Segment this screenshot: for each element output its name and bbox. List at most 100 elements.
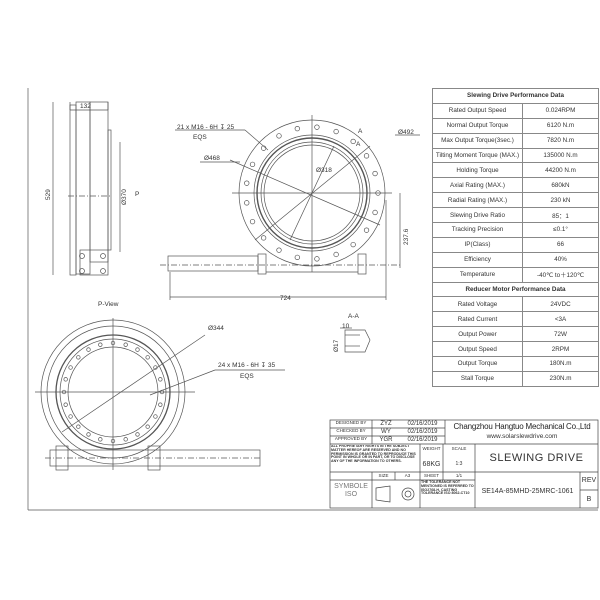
part-number: SE14A-85MHD-25MRC-1061 [481, 488, 574, 495]
bolt-hole [333, 128, 339, 135]
param-value: 0.024RPM [521, 102, 600, 119]
front-hole-eqs: EQS [193, 134, 207, 141]
dim-17: Ø17 [333, 339, 340, 352]
bolt-hole [276, 133, 282, 139]
checked-label: CHECKED BY [336, 428, 366, 433]
symbol-label: SYMBOLE ISO [334, 483, 368, 499]
param-value: 85：1 [521, 207, 600, 224]
table-row: Axial Rating (MAX.)680kN [432, 177, 600, 194]
product-title: SLEWING DRIVE [489, 452, 584, 464]
bolt-hole [158, 377, 163, 382]
scale-label: SCALE [451, 446, 467, 451]
bolt-hole [145, 424, 150, 429]
bottom-view [35, 318, 285, 471]
size-label: SIZE [378, 473, 389, 478]
dim-10: 10 [342, 323, 350, 330]
arrow-p-label: P [135, 191, 139, 198]
param-value: 40% [521, 251, 600, 268]
param-value: 680kN [521, 177, 600, 194]
bolt-hole [98, 437, 103, 442]
bottom-hole-eqs: EQS [240, 373, 254, 380]
param-label: Tilting Moment Torque (MAX.) [432, 147, 523, 164]
bolt-hole [76, 424, 81, 429]
param-label: Holding Torque [432, 162, 523, 179]
table-row: Temperature-40℃ to＋120℃ [432, 266, 600, 283]
bolt-hole [276, 247, 282, 253]
motor-table-header: Reducer Motor Performance Data [431, 281, 600, 298]
section-mark-a: A [358, 128, 363, 135]
param-value: 6120 N.m [521, 117, 600, 134]
param-label: Axial Rating (MAX.) [432, 177, 523, 194]
table-row: IP(Class)66 [432, 236, 600, 253]
param-label: Radial Rating (MAX.) [432, 192, 523, 209]
table-row: Rated Current<3A [432, 311, 600, 328]
company-name: Changzhou Hangtuo Mechanical Co.,Ltd [453, 422, 591, 431]
bolt-hole [372, 170, 378, 177]
param-label: IP(Class) [432, 236, 523, 253]
title-block-grid [329, 419, 599, 509]
checked-date: 02/16/2019 [407, 429, 438, 435]
bolt-hole [249, 161, 256, 168]
bolt-hole [68, 414, 73, 419]
bolt-hole [363, 227, 370, 233]
bolt-hole [153, 414, 158, 419]
bolt-hole [123, 342, 128, 347]
param-label: Stall Torque [432, 370, 523, 387]
param-value: 72W [521, 326, 600, 343]
designed-by: ZYZ [380, 421, 392, 427]
bolt-hole [63, 377, 68, 382]
section-mark-a: A [356, 141, 361, 148]
size-value: A3 [404, 473, 411, 478]
rev-value: B [586, 496, 592, 503]
param-label: Tracking Precision [432, 222, 523, 238]
bolt-hole [244, 200, 250, 206]
approved-date: 02/16/2019 [407, 437, 438, 443]
param-value: 230N.m [521, 370, 600, 387]
param-value: 24VDC [521, 296, 600, 313]
bolt-hole [372, 209, 378, 216]
param-label: Rated Current [432, 311, 523, 328]
param-value: 7820 N.m [521, 132, 600, 149]
param-value: 2RPM [521, 341, 600, 358]
dim-237-6: 237.6 [403, 228, 410, 245]
param-value: -40℃ to＋120℃ [521, 266, 600, 283]
param-value: <3A [521, 311, 600, 328]
bolt-hole [333, 251, 339, 258]
param-label: Max Output Torque(3sec.) [432, 132, 523, 149]
param-label: Rated Output Speed [432, 102, 523, 119]
param-value: 180N.m [521, 356, 600, 372]
param-value: 230 kN [521, 192, 600, 209]
bolt-hole [244, 180, 250, 186]
bolt-hole [350, 241, 356, 248]
dim-724: 724 [280, 295, 291, 302]
param-value: 66 [521, 236, 600, 253]
designed-date: 02/16/2019 [407, 421, 438, 427]
bolt-hole [135, 432, 140, 437]
bolt-hole [294, 254, 300, 260]
bolt-hole [314, 124, 320, 130]
weight-value: 68KG [422, 461, 441, 468]
sheet-label: SHEET [423, 473, 439, 478]
param-label: Output Torque [432, 356, 523, 372]
p-view-label: P-View [98, 301, 119, 308]
slewing-table-header: Slewing Drive Performance Data [431, 88, 600, 104]
table-row: Tracking Precision≤0.1° [432, 222, 600, 238]
param-value: 135000 N.m [521, 147, 600, 164]
param-label: Output Power [432, 326, 523, 343]
dim-344: Ø344 [208, 325, 224, 332]
bolt-hole [76, 355, 81, 360]
param-label: Slewing Drive Ratio [432, 207, 523, 224]
dim-318: Ø318 [316, 167, 332, 174]
bolt-hole [86, 432, 91, 437]
param-label: Output Speed [432, 341, 523, 358]
dim-468: Ø468 [204, 155, 220, 162]
bolt-hole [350, 138, 356, 145]
weight-label: WEIGHT [422, 446, 441, 451]
